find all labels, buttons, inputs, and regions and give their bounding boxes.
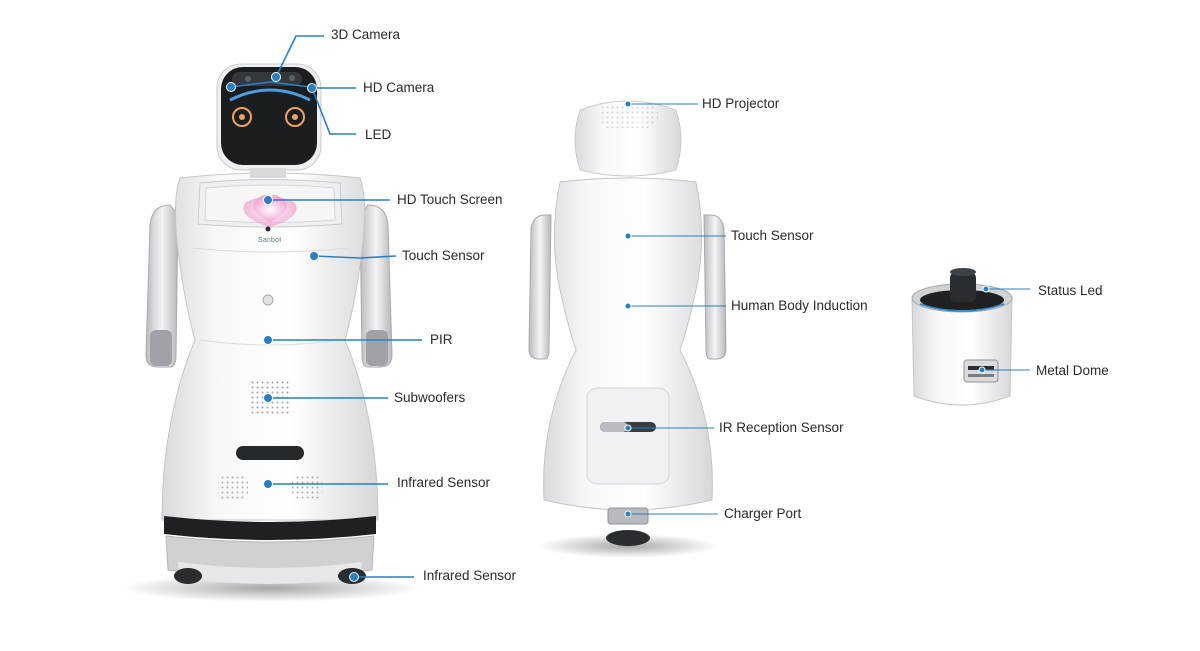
label-hd-projector: HD Projector xyxy=(702,96,780,111)
label-ir-reception-sensor: IR Reception Sensor xyxy=(719,420,844,435)
label-3d-camera: 3D Camera xyxy=(331,27,401,42)
right-arm xyxy=(359,204,393,368)
label-hd-touch-screen: HD Touch Screen xyxy=(397,192,503,207)
back-left-arm xyxy=(528,214,552,360)
callout-lines-thin xyxy=(628,103,1030,515)
label-infrared-sensor-body: Infrared Sensor xyxy=(397,475,491,490)
callout-lines xyxy=(230,35,422,578)
label-touch-sensor-front: Touch Sensor xyxy=(402,248,485,263)
label-led: LED xyxy=(365,127,392,142)
left-arm xyxy=(145,204,179,368)
callout-dots xyxy=(226,72,990,582)
charging-dock xyxy=(911,268,1013,406)
back-robot xyxy=(528,100,727,558)
label-touch-sensor-back: Touch Sensor xyxy=(731,228,814,243)
label-subwoofers: Subwoofers xyxy=(394,390,466,405)
label-charger-port: Charger Port xyxy=(724,506,802,521)
front-robot: Sanbot xyxy=(120,63,420,602)
label-human-body-induction: Human Body Induction xyxy=(731,298,868,313)
back-right-arm xyxy=(703,214,727,360)
label-hd-camera: HD Camera xyxy=(363,80,435,95)
label-metal-dome: Metal Dome xyxy=(1036,363,1109,378)
brand-logo: Sanbot xyxy=(258,237,281,244)
label-status-led: Status Led xyxy=(1038,283,1103,298)
label-infrared-sensor-base: Infrared Sensor xyxy=(423,568,517,583)
label-pir: PIR xyxy=(430,332,453,347)
